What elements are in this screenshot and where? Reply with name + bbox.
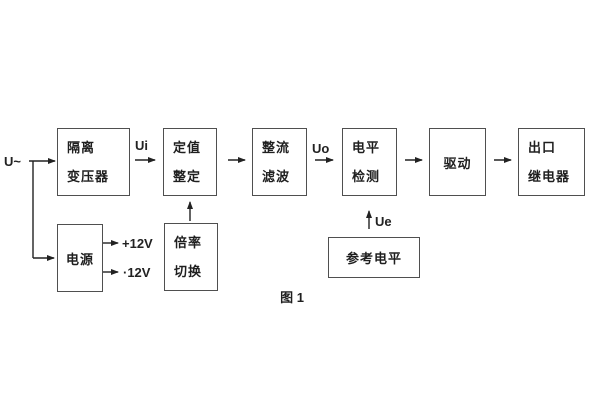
signal-label-rail-neg: ·12V (123, 265, 151, 280)
block-label-line: 整流 (262, 140, 291, 155)
signal-label-uo: Uo (312, 141, 330, 156)
block-label-line: 切换 (174, 264, 203, 279)
block-label-line: 检测 (352, 169, 381, 184)
block-level-detect: 电平 检测 (342, 128, 397, 196)
block-power-supply: 电源 (57, 224, 103, 292)
block-label-line: 变压器 (67, 169, 110, 184)
signal-label-ue: Ue (375, 214, 392, 229)
block-reference-level: 参考电平 (328, 237, 420, 278)
block-label-line: 出口 (528, 140, 557, 155)
block-label-line: 整定 (173, 169, 202, 184)
block-label-line: 驱动 (443, 155, 472, 171)
block-rectifier-filter: 整流 滤波 (252, 128, 307, 196)
figure-caption: 图 1 (280, 290, 304, 305)
block-label-line: 滤波 (262, 169, 291, 184)
signal-label-input: U~ (4, 154, 21, 169)
block-label-line: 倍率 (174, 235, 203, 250)
block-label-line: 定值 (173, 140, 202, 155)
signal-label-ui: Ui (135, 138, 148, 153)
block-label-line: 隔离 (67, 140, 96, 155)
block-setting-adjust: 定值 整定 (163, 128, 217, 196)
block-driver: 驱动 (429, 128, 486, 196)
signal-label-rail-pos: +12V (122, 236, 153, 251)
block-label-line: 参考电平 (345, 251, 402, 266)
block-label-line: 电平 (352, 140, 381, 155)
block-ratio-switch: 倍率 切换 (164, 223, 218, 291)
block-isolation-transformer: 隔离 变压器 (57, 128, 130, 196)
block-label-line: 电源 (65, 251, 94, 267)
block-output-relay: 出口 继电器 (518, 128, 585, 196)
block-label-line: 继电器 (528, 169, 571, 184)
